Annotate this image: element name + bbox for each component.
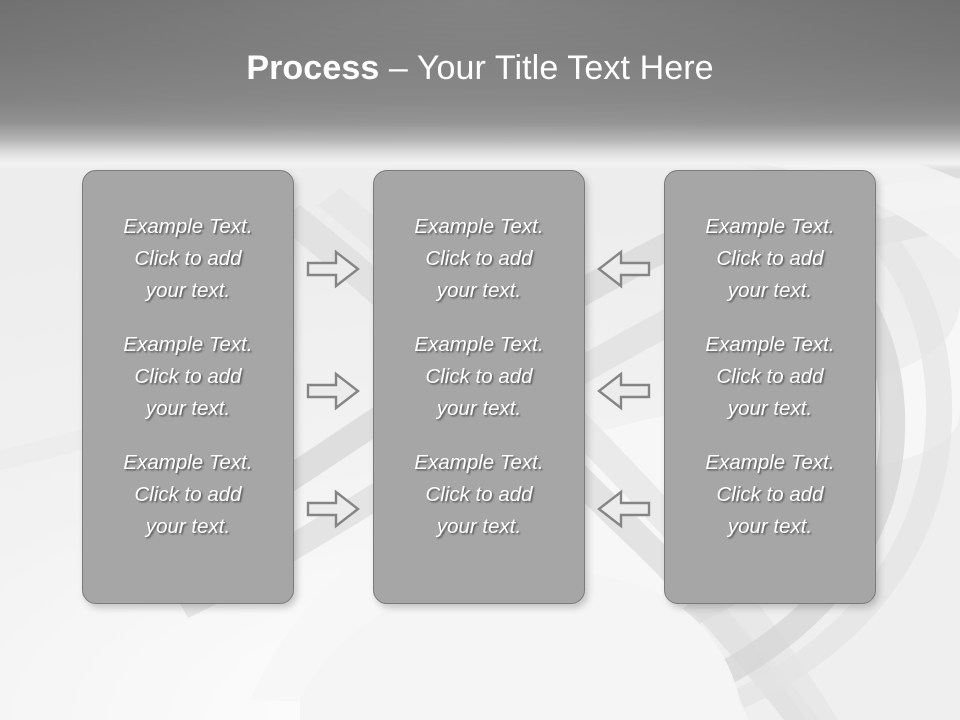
list-item[interactable]: Example Text. Click to add your text. (374, 211, 584, 329)
list-item[interactable]: Example Text. Click to add your text. (665, 329, 875, 447)
list-item[interactable]: Example Text. Click to add your text. (83, 329, 293, 447)
process-text-middle-1: Example Text. Click to add your text. (414, 215, 544, 302)
list-item[interactable]: Example Text. Click to add your text. (374, 329, 584, 447)
page-title-strong: Process (246, 49, 380, 87)
process-text-left-1: Example Text. Click to add your text. (123, 215, 253, 302)
page-title: Process – Your Title Text Here (0, 47, 960, 89)
process-text-right-3: Example Text. Click to add your text. (705, 451, 835, 538)
process-text-left-3: Example Text. Click to add your text. (123, 451, 253, 538)
list-item[interactable]: Example Text. Click to add your text. (83, 447, 293, 565)
process-text-right-1: Example Text. Click to add your text. (705, 215, 835, 302)
list-item[interactable]: Example Text. Click to add your text. (83, 211, 293, 329)
arrow-right-icon[interactable] (306, 489, 360, 529)
process-text-middle-3: Example Text. Click to add your text. (414, 451, 544, 538)
list-item[interactable]: Example Text. Click to add your text. (665, 211, 875, 329)
process-box-middle[interactable]: Example Text. Click to add your text. Ex… (373, 170, 585, 604)
arrow-left-icon[interactable] (597, 371, 651, 411)
arrow-left-icon[interactable] (597, 489, 651, 529)
list-item[interactable]: Example Text. Click to add your text. (374, 447, 584, 565)
header-band (0, 0, 960, 170)
process-text-middle-2: Example Text. Click to add your text. (414, 333, 544, 420)
process-text-left-2: Example Text. Click to add your text. (123, 333, 253, 420)
arrow-right-icon[interactable] (306, 249, 360, 289)
list-item[interactable]: Example Text. Click to add your text. (665, 447, 875, 565)
process-box-right[interactable]: Example Text. Click to add your text. Ex… (664, 170, 876, 604)
process-text-right-2: Example Text. Click to add your text. (705, 333, 835, 420)
arrow-right-icon[interactable] (306, 371, 360, 411)
process-box-left[interactable]: Example Text. Click to add your text. Ex… (82, 170, 294, 604)
page-title-rest: – Your Title Text Here (379, 49, 714, 87)
arrow-left-icon[interactable] (597, 249, 651, 289)
